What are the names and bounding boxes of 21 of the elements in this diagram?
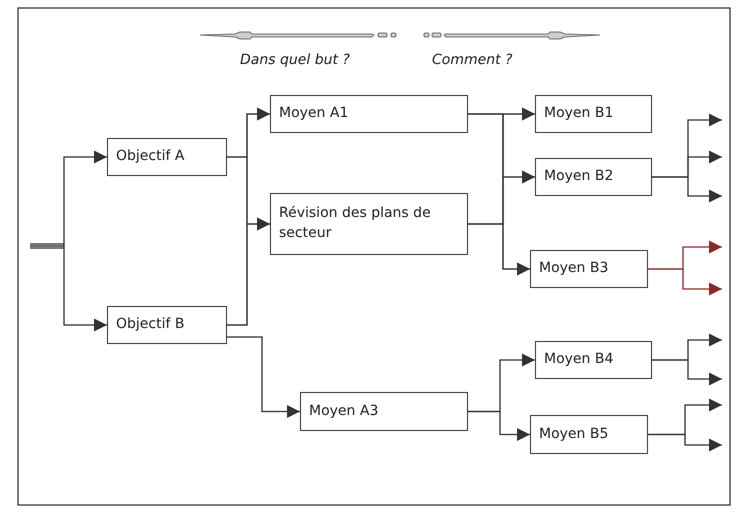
process-box: Moyen A3 [300,392,468,431]
arrow [648,268,722,296]
process-box: Moyen B2 [535,158,652,196]
process-box: Révision des plans de secteur [270,193,468,255]
caption-text: Dans quel but ? [240,52,350,68]
process-box: Moyen B1 [535,95,652,133]
arrow [652,176,722,202]
process-box: Moyen B4 [535,341,652,379]
arrow [227,218,270,326]
arrow [648,434,722,452]
process-box: Moyen A1 [270,95,468,133]
process-box: Objectif B [107,306,227,344]
process-box: Moyen B3 [530,250,648,288]
process-box: Objectif A [107,138,227,176]
arrow [652,359,722,386]
caption-text: Comment ? [432,52,512,68]
arrow [227,336,300,418]
process-box: Moyen B5 [530,415,648,454]
arrow [468,223,530,276]
arrow [468,410,530,441]
arrow [30,245,107,332]
